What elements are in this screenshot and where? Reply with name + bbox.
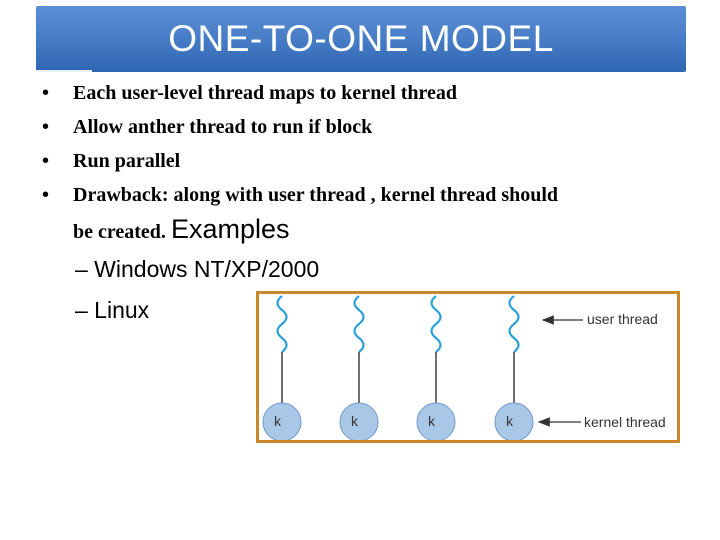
bullet-text: Run parallel (73, 150, 181, 172)
thread-group-3 (416, 295, 456, 440)
one-to-one-diagram: k k k k user thread kernel thread (256, 291, 680, 443)
kernel-label-3: k (428, 413, 435, 429)
user-thread-wave (276, 295, 288, 353)
thread-group-1 (262, 295, 302, 440)
kernel-thread-circle (494, 402, 534, 440)
bullet-item: • Allow anther thread to run if block (42, 110, 682, 144)
kernel-label-4: k (506, 413, 513, 429)
bullet-dot: • (42, 184, 50, 206)
bullet-text: Each user-level thread maps to kernel th… (73, 82, 458, 104)
slide-title: ONE-TO-ONE MODEL (168, 18, 554, 59)
thread-group-2 (339, 295, 379, 440)
user-thread-label: user thread (587, 311, 658, 327)
user-thread-wave (430, 295, 442, 353)
title-accent-line (36, 70, 92, 74)
bullet-text: Drawback: along with user thread , kerne… (73, 184, 559, 206)
user-thread-wave (508, 295, 520, 353)
kernel-thread-label: kernel thread (584, 414, 666, 430)
kernel-label-2: k (351, 413, 358, 429)
kernel-label-1: k (274, 413, 281, 429)
title-bar: ONE-TO-ONE MODEL (36, 6, 686, 74)
bullet-item: • Each user-level thread maps to kernel t… (42, 76, 682, 110)
user-thread-wave (353, 295, 365, 353)
bullet-text: Allow anther thread to run if block (73, 116, 373, 138)
thread-diagram-svg (262, 295, 583, 440)
bullet-dot: • (42, 116, 50, 138)
bullet-item: • Run parallel (42, 144, 682, 178)
kernel-thread-circle (262, 402, 302, 440)
kernel-thread-circle (339, 402, 379, 440)
bullet-dot: • (42, 82, 50, 104)
bullet-dot: • (42, 150, 50, 172)
sub-item-linux: – Linux (75, 297, 150, 323)
sub-item-windows: – Windows NT/XP/2000 (75, 256, 320, 282)
bullet-item: • Drawback: along with user thread , kern… (42, 178, 682, 249)
examples-label: Examples (170, 214, 290, 244)
bullet-continuation: be created. (73, 221, 166, 243)
bullet-list: • Each user-level thread maps to kernel t… (42, 76, 682, 249)
kernel-thread-circle (416, 402, 456, 440)
thread-group-4 (494, 295, 534, 440)
